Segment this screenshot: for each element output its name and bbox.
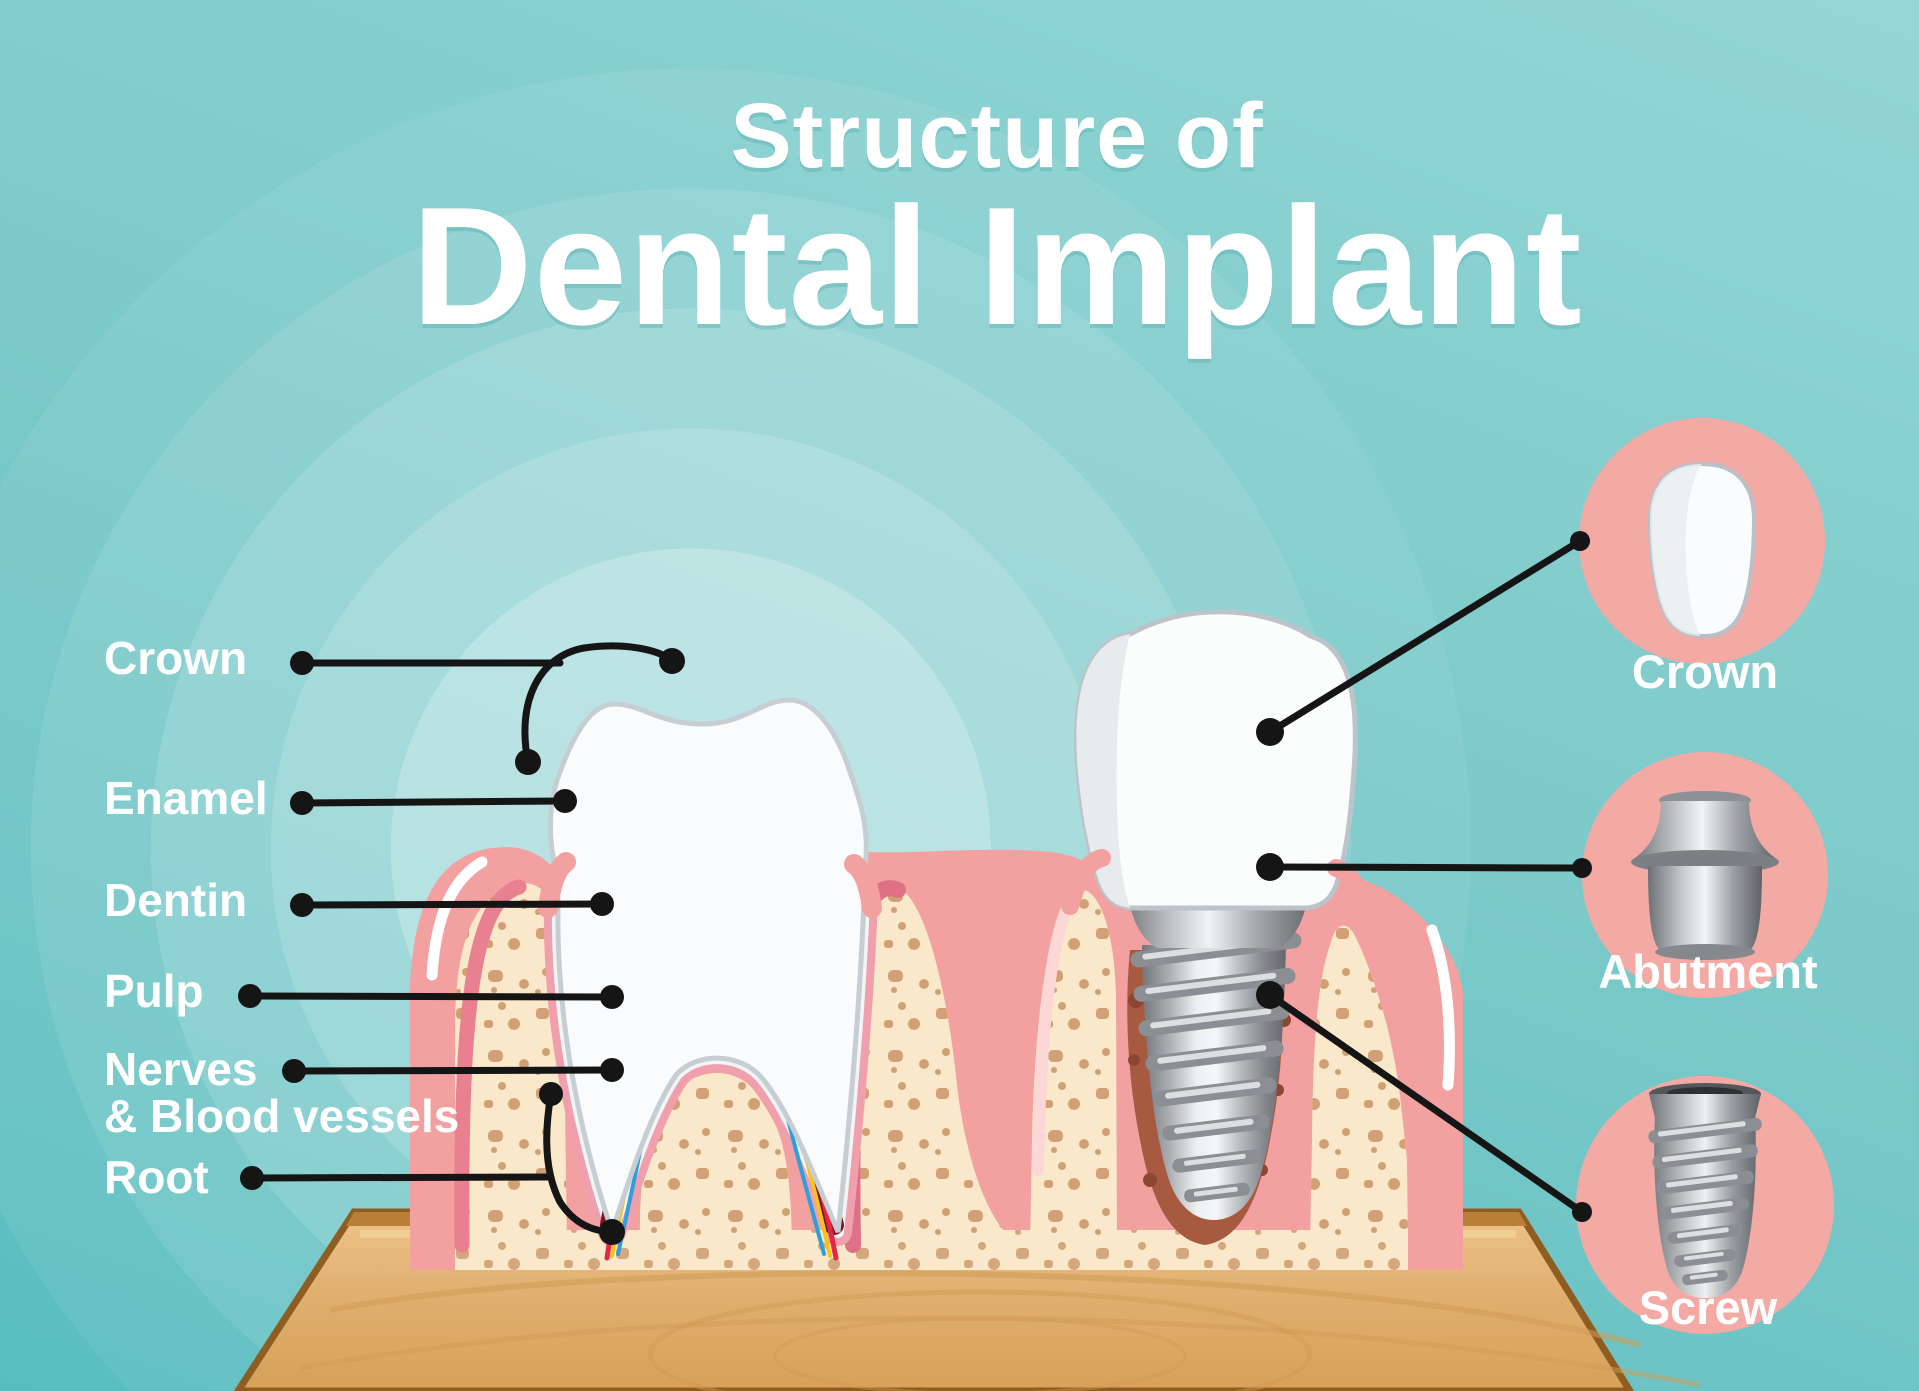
leader-dots xyxy=(238,531,1592,1245)
implant-crown xyxy=(1073,609,1358,911)
tooth-label-nerves: Nerves & Blood vessels xyxy=(104,1046,459,1140)
crown-part-icon xyxy=(1647,461,1757,639)
tooth-label-enamel: Enamel xyxy=(104,772,268,824)
leader-implant-screw xyxy=(1266,991,1586,1216)
tooth-label-nerves-line2: & Blood vessels xyxy=(104,1090,460,1142)
dental-implant xyxy=(1061,609,1381,1245)
leader-dentin xyxy=(298,900,606,909)
bone-wedge-implant-left xyxy=(1030,889,1117,1245)
leader-nerves xyxy=(290,1066,616,1075)
screw-part-icon xyxy=(1648,1083,1762,1298)
part-circle-screw xyxy=(1576,1076,1834,1334)
tooth-label-dentin: Dentin xyxy=(104,874,248,926)
tooth-label-pulp: Pulp xyxy=(104,965,204,1017)
part-circles xyxy=(1576,418,1834,1334)
part-circle-crown xyxy=(1579,418,1825,664)
bone-wedge-left xyxy=(454,879,567,1253)
abutment-part-icon xyxy=(1631,791,1779,960)
leader-implant-crown xyxy=(1266,537,1584,736)
tooth-label-root: Root xyxy=(104,1151,209,1203)
leader-enamel xyxy=(298,797,569,807)
bone-wedge-between-roots xyxy=(639,1072,792,1245)
leader-root xyxy=(248,1090,616,1236)
leader-implant-abutment xyxy=(1266,863,1586,872)
part-label-screw: Screw xyxy=(1638,1281,1778,1334)
part-circle-abutment xyxy=(1582,752,1828,998)
page-title-line2: Dental Implant xyxy=(411,172,1583,360)
implant-gum-collar-left xyxy=(1061,849,1111,915)
gum-collar-right xyxy=(844,854,882,918)
page-title-line1: Structure of xyxy=(730,85,1264,187)
bone-wedge-implant-right xyxy=(1310,925,1408,1245)
gum-highlight-right xyxy=(1426,924,1455,1091)
leader-crown-left xyxy=(298,642,676,766)
part-label-abutment: Abutment xyxy=(1598,945,1818,998)
tooth-cross-section xyxy=(538,700,882,1261)
tooth-label-nerves-line1: Nerves xyxy=(104,1043,258,1095)
part-label-crown: Crown xyxy=(1631,645,1779,698)
tooth-label-crown: Crown xyxy=(104,632,248,684)
leader-pulp xyxy=(246,992,616,1001)
leader-lines xyxy=(246,537,1586,1236)
